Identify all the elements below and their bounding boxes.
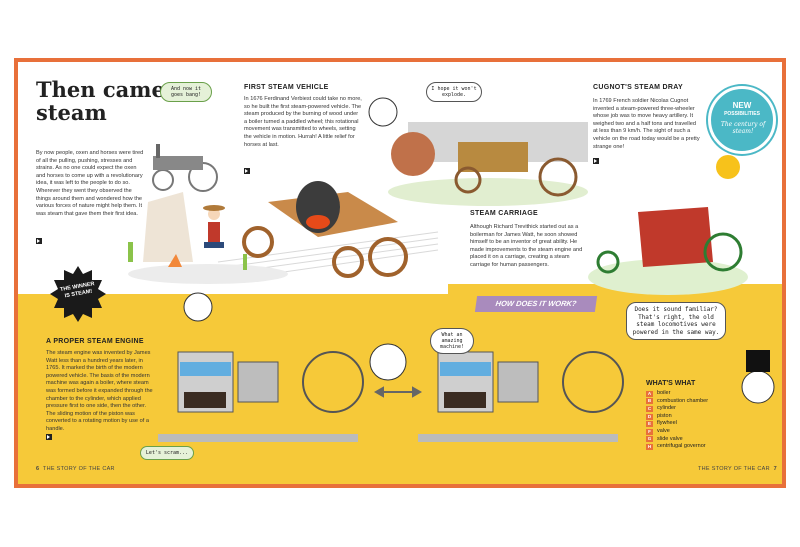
section-title-engine: A PROPER STEAM ENGINE xyxy=(46,338,144,345)
page-number-left: 6 xyxy=(36,466,40,472)
book-spread: Then came steam By now people, oxen and … xyxy=(14,58,786,488)
double-arrow xyxy=(373,386,423,398)
engine-diagram-right xyxy=(418,351,624,442)
continue-arrow-icon xyxy=(593,158,599,164)
continue-arrow-icon xyxy=(244,168,250,174)
tractor-illustration xyxy=(152,144,218,192)
badge-new: NEW xyxy=(732,101,752,110)
section-text-first-vehicle: In 1676 Ferdinand Verbiest could take no… xyxy=(244,96,362,148)
illustrations xyxy=(128,97,775,442)
speech-bubble-familiar: Does it sound familiar? That's right, th… xyxy=(626,302,726,340)
new-possibilities-badge: NEW POSSIBILITIES The century of steam! xyxy=(708,86,776,154)
speech-bubble-scram: Let's scram... xyxy=(140,446,194,460)
speech-bubble-goes-bang: And now it goes bang! xyxy=(160,82,212,102)
cowboy-figure xyxy=(203,205,225,248)
continue-arrow-icon xyxy=(46,434,52,440)
winner-badge: THE WINNER IS STEAM! xyxy=(50,266,106,322)
legend-title: WHAT'S WHAT xyxy=(646,380,696,387)
mouse-character-top xyxy=(368,97,398,127)
section-text-cugnot: In 1769 French soldier Nicolas Cugnot in… xyxy=(593,98,700,150)
badge-possibilities: POSSIBILITIES xyxy=(724,111,760,117)
footer-left-text: THE STORY OF THE CAR xyxy=(42,466,115,472)
section-title-first-vehicle: FIRST STEAM VEHICLE xyxy=(244,84,329,91)
steam-carriage xyxy=(588,155,748,295)
section-text-carriage: Although Richard Trevithick started out … xyxy=(470,224,583,268)
intro-text: By now people, oxen and horses were tire… xyxy=(36,150,144,217)
speech-bubble-explode: I hope it won't explode. xyxy=(426,82,482,102)
speech-bubble-amazing: What an amazing machine! xyxy=(430,328,474,354)
page-number-right: 7 xyxy=(773,466,777,472)
page-title: Then came steam xyxy=(36,77,165,125)
section-title-cugnot: CUGNOT'S STEAM DRAY xyxy=(593,84,683,91)
footer-right: THE STORY OF THE CAR 7 xyxy=(698,466,777,472)
cugnot-dray xyxy=(388,122,588,206)
engine-diagram-left xyxy=(158,351,364,442)
footer-right-text: THE STORY OF THE CAR xyxy=(698,466,770,472)
continue-arrow-icon xyxy=(36,238,42,244)
footer-left: 6 THE STORY OF THE CAR xyxy=(36,466,115,472)
boy-character xyxy=(369,343,407,381)
how-does-it-work-banner: HOW DOES IT WORK? xyxy=(474,296,598,312)
verbiest-vehicle xyxy=(242,181,408,278)
mouse-character xyxy=(183,292,213,322)
section-text-engine: The steam engine was invented by James W… xyxy=(46,350,153,432)
section-title-carriage: STEAM CARRIAGE xyxy=(470,210,538,217)
badge-century: The century of steam! xyxy=(720,121,766,135)
